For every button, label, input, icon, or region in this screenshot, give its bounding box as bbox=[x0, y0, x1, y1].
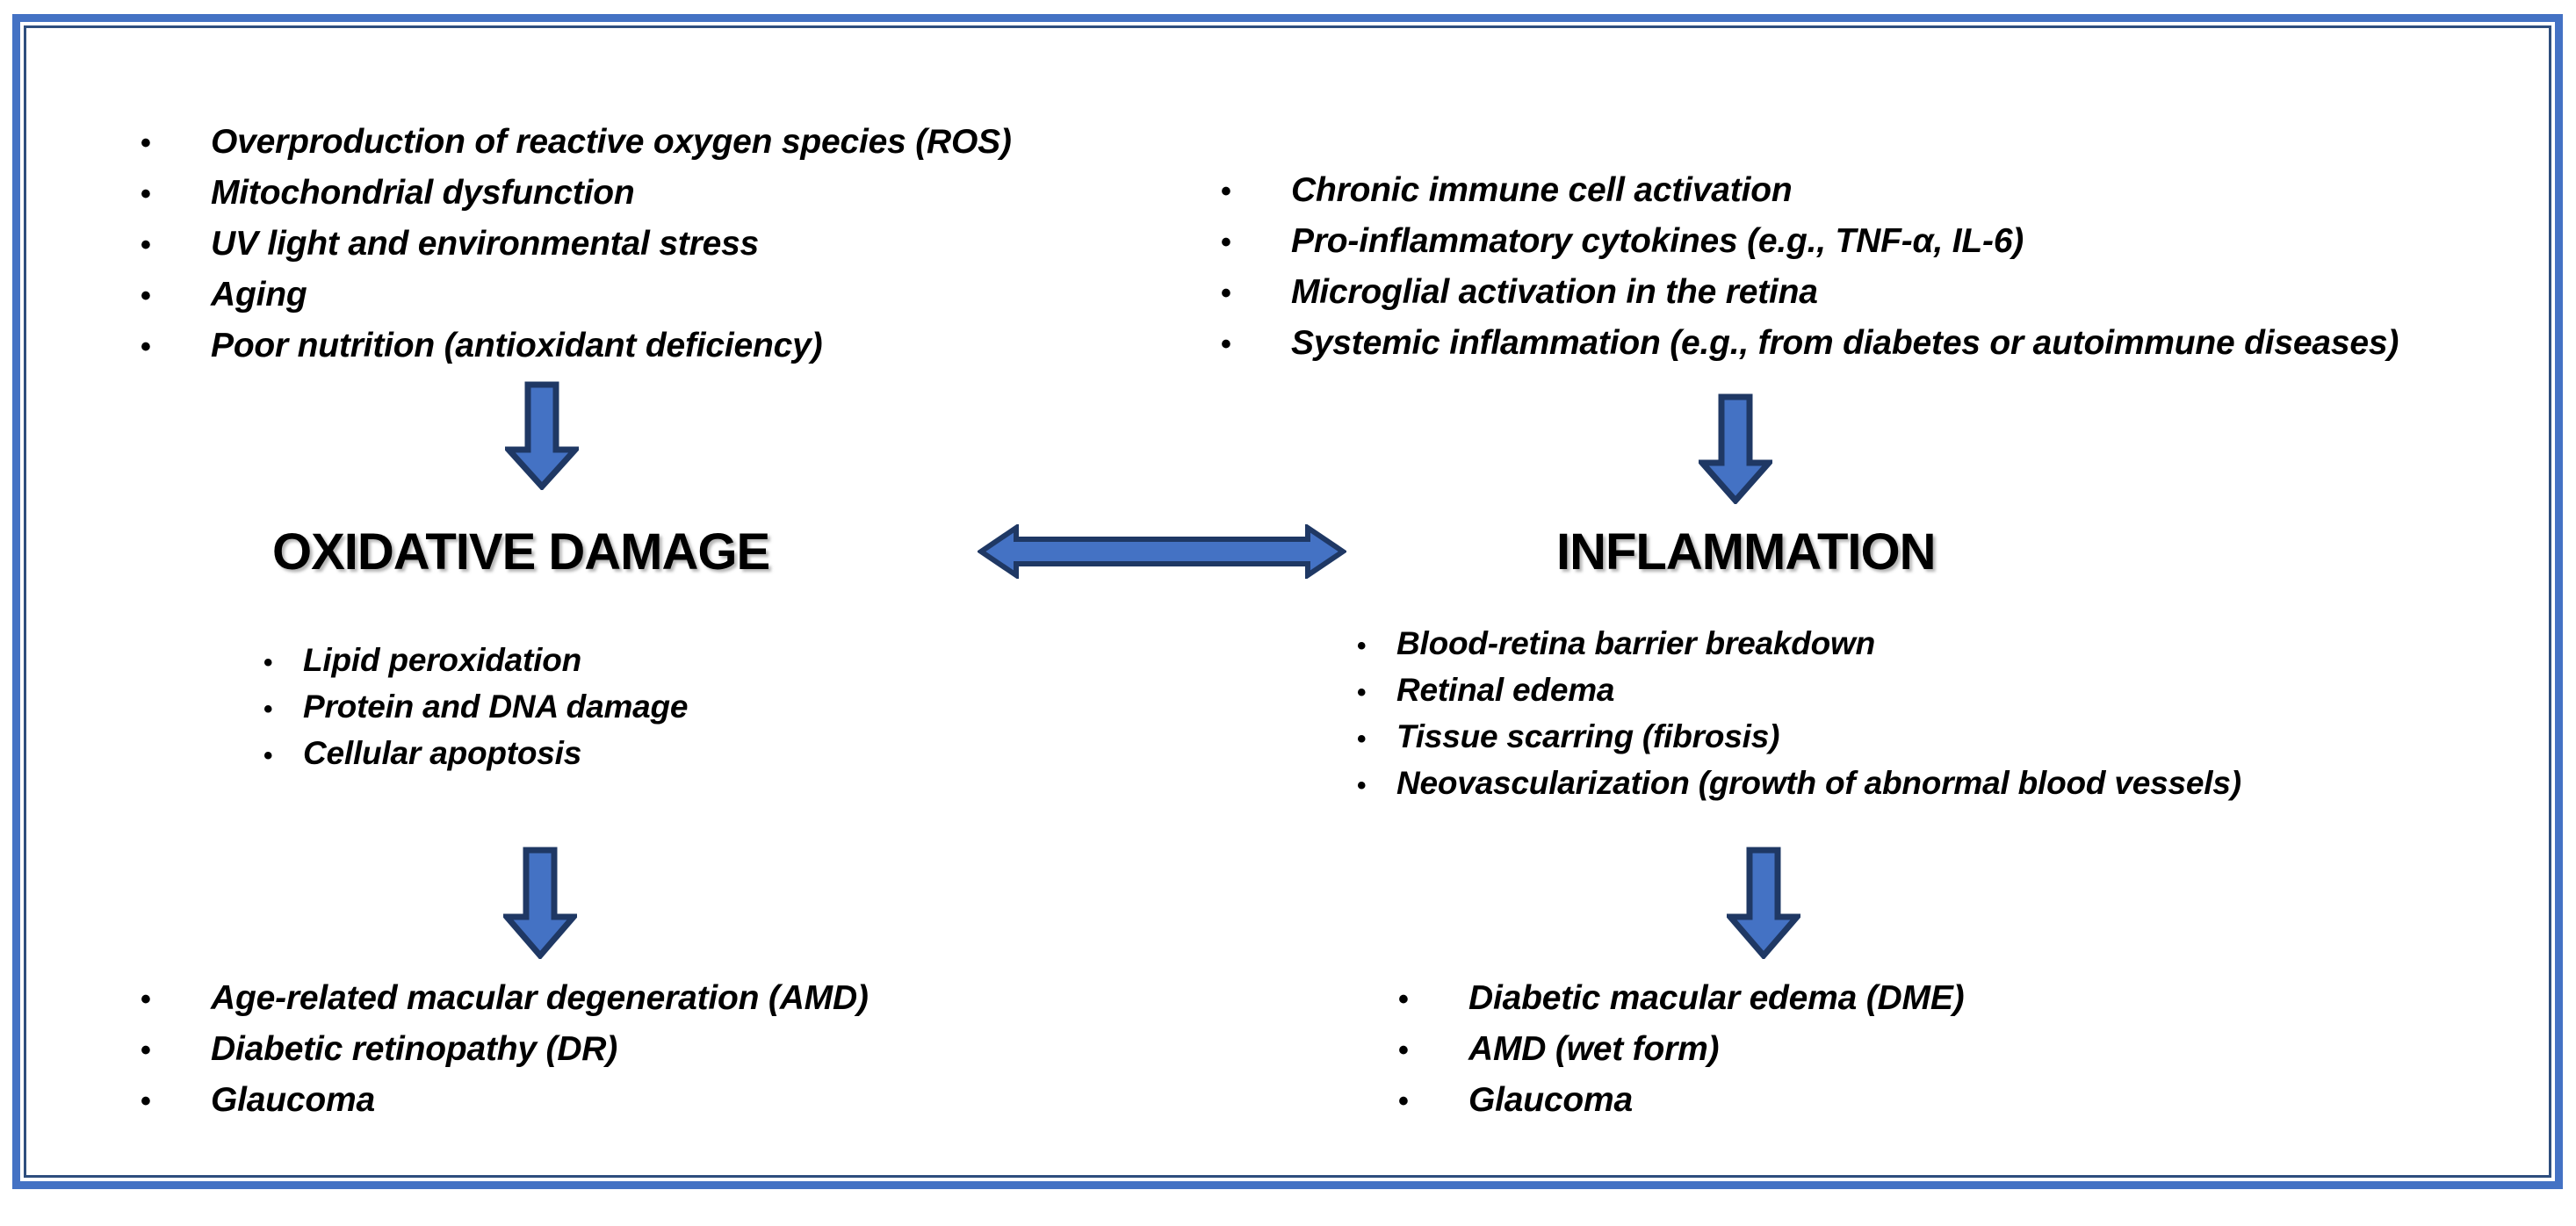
left-effect-label: Cellular apoptosis bbox=[303, 735, 582, 771]
bullet-dot-icon: • bbox=[1221, 277, 1231, 310]
bullet-dot-icon: • bbox=[1221, 328, 1231, 361]
right-cause-label: Systemic inflammation (e.g., from diabet… bbox=[1291, 324, 2399, 362]
arrow-down-right-top bbox=[1699, 393, 1772, 504]
right-outcome-item: • AMD (wet form) bbox=[1398, 1024, 1964, 1075]
left-outcomes-list: •Age-related macular degeneration (AMD)•… bbox=[141, 973, 869, 1126]
bullet-dot-icon: • bbox=[141, 1034, 151, 1067]
right-causes-list: • Chronic immune cell activation • Pro-infl… bbox=[1221, 165, 2399, 369]
left-effects-list: • Lipid peroxidation • Protein and DNA dama… bbox=[263, 637, 689, 776]
right-effect-label: Blood-retina barrier breakdown bbox=[1396, 625, 1875, 661]
right-outcome-item: • Glaucoma bbox=[1398, 1075, 1964, 1126]
arrow-down-right-bottom bbox=[1727, 847, 1800, 959]
bullet-dot-icon: • bbox=[141, 126, 151, 160]
bullet-dot-icon: • bbox=[1357, 631, 1367, 660]
left-outcome-item: • Diabetic retinopathy (DR) bbox=[141, 1024, 869, 1075]
right-cause-label: Chronic immune cell activation bbox=[1291, 171, 1793, 209]
right-cause-item: • Systemic inflammation (e.g., from diabe… bbox=[1221, 318, 2399, 369]
arrow-down-left-bottom bbox=[503, 847, 577, 959]
bullet-dot-icon: • bbox=[141, 177, 151, 211]
bullet-dot-icon: • bbox=[263, 741, 273, 770]
inner-border-frame bbox=[24, 25, 2551, 1178]
left-outcome-label: Glaucoma bbox=[211, 1081, 375, 1119]
arrow-bidirectional-link bbox=[978, 524, 1346, 579]
bullet-dot-icon: • bbox=[1398, 1034, 1409, 1067]
arrow-down-left-top bbox=[505, 381, 579, 490]
right-outcome-label: Diabetic macular edema (DME) bbox=[1468, 979, 1965, 1017]
heading-oxidative-damage: OXIDATIVE DAMAGE bbox=[272, 523, 770, 581]
bullet-dot-icon: • bbox=[1221, 226, 1231, 259]
left-effect-label: Lipid peroxidation bbox=[303, 642, 582, 678]
right-effects-list: • Blood-retina barrier breakdown • Retinal … bbox=[1357, 620, 2241, 806]
left-effect-item: • Cellular apoptosis bbox=[263, 730, 688, 776]
right-effect-item: • Retinal edema bbox=[1357, 667, 2241, 713]
right-outcome-label: Glaucoma bbox=[1468, 1081, 1633, 1119]
right-outcome-label: AMD (wet form) bbox=[1468, 1030, 1720, 1068]
right-outcomes-list: • Diabetic macular edema (DME) • AMD (wet f… bbox=[1398, 973, 1965, 1126]
left-cause-item: • UV light and environmental stress bbox=[141, 219, 1012, 270]
bullet-dot-icon: • bbox=[141, 228, 151, 262]
right-effect-item: • Tissue scarring (fibrosis) bbox=[1357, 713, 2241, 760]
right-cause-item: • Pro-inflammatory cytokines (e.g., TNF-α… bbox=[1221, 216, 2399, 267]
left-cause-label: UV light and environmental stress bbox=[211, 225, 760, 263]
left-cause-item: • Aging bbox=[141, 270, 1012, 321]
right-effect-label: Neovascularization (growth of abnormal b… bbox=[1396, 765, 2241, 801]
right-effect-label: Retinal edema bbox=[1396, 672, 1615, 708]
heading-inflammation: INFLAMMATION bbox=[1556, 523, 1936, 581]
right-outcome-item: • Diabetic macular edema (DME) bbox=[1398, 973, 1965, 1024]
bullet-dot-icon: • bbox=[141, 279, 151, 313]
bullet-dot-icon: • bbox=[1398, 983, 1409, 1016]
outer-border-frame bbox=[12, 14, 2563, 1189]
bullet-dot-icon: • bbox=[1357, 725, 1367, 754]
right-cause-item: • Microglial activation in the retina bbox=[1221, 267, 2399, 318]
bullet-dot-icon: • bbox=[141, 983, 151, 1016]
left-outcome-item: • Glaucoma bbox=[141, 1075, 869, 1126]
left-effect-label: Protein and DNA damage bbox=[303, 689, 689, 725]
left-outcome-item: • Age-related macular degeneration (AMD) bbox=[141, 973, 869, 1024]
bullet-dot-icon: • bbox=[263, 648, 273, 677]
left-cause-label: Overproduction of reactive oxygen specie… bbox=[211, 123, 1012, 161]
bullet-dot-icon: • bbox=[1398, 1085, 1409, 1118]
right-cause-label: Microglial activation in the retina bbox=[1291, 273, 1818, 311]
left-cause-label: Aging bbox=[211, 276, 307, 314]
right-effect-label: Tissue scarring (fibrosis) bbox=[1396, 718, 1780, 754]
right-cause-label: Pro-inflammatory cytokines (e.g., TNF-α,… bbox=[1291, 222, 2024, 260]
bullet-dot-icon: • bbox=[141, 1085, 151, 1118]
left-cause-item: • Poor nutrition (antioxidant deficiency) bbox=[141, 321, 1012, 371]
left-cause-item: • Mitochondrial dysfunction bbox=[141, 168, 1012, 219]
bullet-dot-icon: • bbox=[263, 695, 273, 724]
left-effect-item: • Protein and DNA damage bbox=[263, 683, 689, 730]
bullet-dot-icon: • bbox=[1357, 771, 1367, 800]
left-effect-item: • Lipid peroxidation bbox=[263, 637, 688, 683]
bullet-dot-icon: • bbox=[1221, 175, 1231, 208]
left-outcome-label: Diabetic retinopathy (DR) bbox=[211, 1030, 618, 1068]
left-outcome-label: Age-related macular degeneration (AMD) bbox=[211, 979, 869, 1017]
left-cause-label: Mitochondrial dysfunction bbox=[211, 174, 635, 212]
left-cause-item: • Overproduction of reactive oxygen speci… bbox=[141, 117, 1012, 168]
bullet-dot-icon: • bbox=[1357, 678, 1367, 707]
right-effect-item: • Blood-retina barrier breakdown bbox=[1357, 620, 2241, 667]
bullet-dot-icon: • bbox=[141, 330, 151, 364]
right-effect-item: • Neovascularization (growth of abnormal … bbox=[1357, 760, 2241, 806]
left-causes-list: • Overproduction of reactive oxygen speci… bbox=[141, 117, 1012, 371]
left-cause-label: Poor nutrition (antioxidant deficiency) bbox=[211, 327, 823, 364]
right-cause-item: • Chronic immune cell activation bbox=[1221, 165, 2399, 216]
